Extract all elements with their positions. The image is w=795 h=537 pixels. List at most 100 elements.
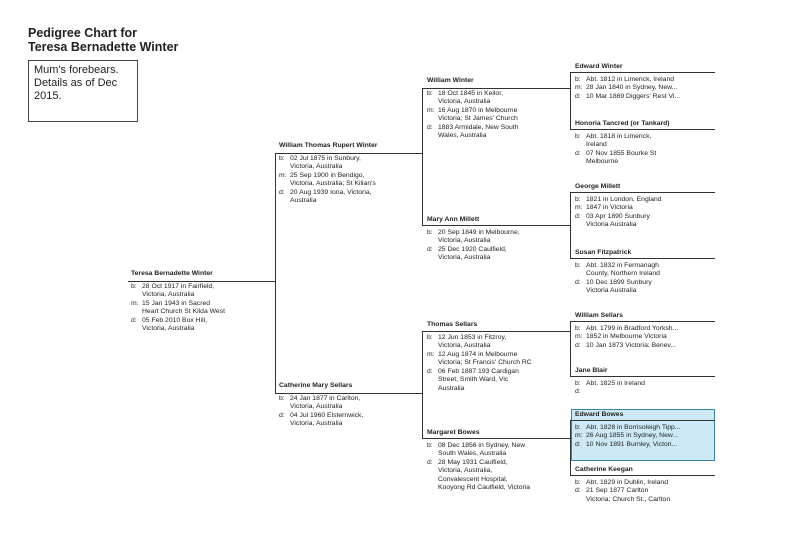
person-details: b:20 Sep 1849 in Melbourne,Victoria, Aus… — [427, 229, 520, 263]
detail-row: d:20 Aug 1939 Iona, Victoria, — [279, 189, 377, 198]
person-name: Catherine Keegan — [575, 466, 633, 473]
connector-line — [275, 393, 423, 394]
detail-value: Victoria, Australia — [142, 291, 195, 298]
detail-label: m: — [575, 333, 583, 340]
detail-value: Street, Smith Ward, Vic — [438, 376, 509, 383]
detail-row: Australia — [427, 385, 532, 394]
detail-label — [575, 287, 586, 296]
detail-row: Victoria, Australia — [427, 342, 532, 351]
connector-line — [422, 331, 571, 332]
person-card[interactable]: Catherine Keegan b:Abt. 1829 in Dublin, I… — [575, 466, 670, 504]
detail-label: b: — [279, 394, 285, 402]
detail-row: m:16 Aug 1870 in Melbourne — [427, 107, 518, 116]
connector-line — [570, 376, 715, 377]
detail-label — [279, 163, 290, 172]
detail-row: b:08 Dec 1856 in Sydney, New — [427, 442, 530, 451]
person-card[interactable]: Honoria Tancred (or Tankard)b:Abt. 1818 … — [575, 120, 670, 167]
detail-value: 10 Jan 1873 Victoria; Benev... — [586, 341, 677, 349]
detail-value: Victoria, Australia — [290, 163, 343, 170]
detail-label — [427, 450, 438, 459]
detail-row: m:12 Aug 1874 in Melbourne — [427, 351, 532, 360]
detail-value: 03 Apr 1890 Sunbury — [586, 212, 650, 220]
detail-label: b: — [575, 132, 581, 140]
detail-label — [427, 98, 438, 107]
detail-row: m:15 Jan 1943 in Sacred — [131, 300, 225, 309]
detail-row: d: 1883 Armidale, New South — [427, 124, 518, 133]
person-name: Edward Bowes — [575, 411, 624, 418]
note-box[interactable]: Mum's forebears. Details as of Dec 2015. — [28, 60, 138, 122]
detail-value: 25 Dec 1920 Caulfield, — [438, 245, 507, 253]
connector-line — [570, 258, 715, 259]
detail-value: Abt. 1812 in Limerick, Ireland — [586, 75, 675, 83]
detail-value: 10 Dec 1899 Sunbury — [586, 278, 652, 286]
person-name: Margaret Bowes — [427, 429, 480, 436]
person-name: William Winter — [427, 77, 474, 84]
detail-value: 05 Feb 2010 Box Hill, — [142, 316, 207, 324]
detail-label: b: — [131, 282, 137, 290]
detail-row: d:07 Nov 1855 Bourke St — [575, 150, 670, 159]
connector-line — [570, 420, 715, 421]
connector-line — [570, 192, 571, 259]
detail-row: m:1847 in Victoria — [575, 204, 662, 213]
detail-row: b:Abt. 1828 in Borrisoleigh Tipp... — [575, 424, 680, 433]
detail-label: d: — [427, 123, 433, 131]
detail-value: Victoria, Australia — [438, 98, 491, 105]
detail-label: b: — [575, 261, 581, 269]
person-card[interactable]: Margaret Bowes b:08 Dec 1856 in Sydney, N… — [427, 429, 530, 493]
detail-value: 21 Sep 1877 Carlton — [586, 487, 649, 494]
detail-label: b: — [575, 195, 581, 203]
detail-value: 02 Jul 1875 in Sunbury, — [290, 154, 361, 162]
detail-row: d:06 Feb 1887 193 Cardigan — [427, 368, 532, 377]
detail-label — [131, 308, 142, 317]
detail-label — [575, 141, 586, 150]
connector-line — [570, 420, 571, 476]
detail-row: Convalescent Hospital, — [427, 476, 530, 485]
connector-line — [570, 192, 715, 193]
person-name: Honoria Tancred (or Tankard) — [575, 120, 670, 127]
connector-line — [128, 281, 275, 282]
detail-value: Convalescent Hospital, — [438, 475, 508, 483]
detail-value: Abt. 1799 in Bradford Yorksh... — [586, 324, 679, 332]
detail-value: Victoria, Australia — [438, 237, 491, 244]
connector-line — [422, 88, 571, 89]
person-details: b:12 Jun 1853 in Fitzroy,Victoria, Austr… — [427, 334, 532, 394]
detail-value: 10 Mar 1869 Diggers' Rest Vi... — [586, 92, 681, 100]
person-details: b:24 Jan 1877 in Carlton,Victoria, Austr… — [279, 395, 363, 429]
detail-row: d:10 Nov 1891 Burnley, Victori... — [575, 441, 680, 450]
detail-label: b: — [575, 379, 581, 387]
detail-label — [575, 158, 586, 167]
detail-label — [427, 376, 438, 385]
detail-label — [131, 291, 142, 300]
person-card[interactable]: Edward Bowes b:Abt. 1828 in Borrisoleigh … — [575, 411, 680, 449]
person-details: b:02 Jul 1875 in Sunbury,Victoria, Austr… — [279, 155, 377, 206]
detail-value: 28 May 1931 Caulfield, — [438, 458, 508, 466]
detail-label: d: — [575, 487, 581, 494]
detail-label: b: — [427, 333, 433, 341]
detail-label: m: — [131, 299, 139, 307]
connector-line — [275, 153, 276, 394]
connector-line — [275, 153, 423, 154]
connector-line — [570, 321, 571, 377]
connector-line — [422, 438, 571, 439]
detail-row: d:10 Mar 1869 Diggers' Rest Vi... — [575, 93, 680, 102]
detail-value: 1883 Armidale, New South — [438, 123, 519, 131]
connector-line — [570, 129, 715, 130]
detail-row: Victoria; St Francis' Church RC — [427, 359, 532, 368]
person-name: Susan Fitzpatrick — [575, 249, 632, 256]
detail-label: b: — [427, 89, 433, 97]
selected-person-highlight — [571, 409, 715, 461]
detail-label: b: — [427, 228, 433, 236]
